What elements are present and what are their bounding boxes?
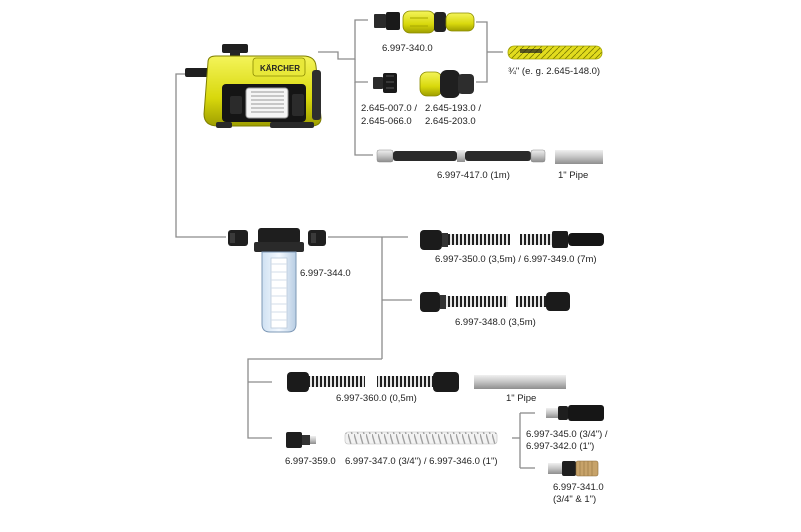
suction-hose-short xyxy=(287,372,566,392)
label-adapter-right-1: 2.645-193.0 / xyxy=(425,103,481,114)
brand-logo: KÄRCHER xyxy=(260,64,300,73)
label-filter: 6.997-344.0 xyxy=(300,268,351,279)
label-adapter-left-1: 2.645-007.0 / xyxy=(361,103,417,114)
label-pipe-top: 1" Pipe xyxy=(558,170,589,181)
garden-pump: KÄRCHER xyxy=(185,44,322,128)
coupling-1 xyxy=(546,405,604,421)
label-coupling-1b: 6.997-342.0 (1") xyxy=(526,441,595,452)
label-coupling-2b: (3/4" & 1") xyxy=(553,494,597,505)
coupling-2 xyxy=(548,460,599,477)
label-suction-set-2: 6.997-348.0 (3,5m) xyxy=(455,317,536,328)
suction-set-2 xyxy=(420,292,570,312)
label-adapter-right-2: 2.645-203.0 xyxy=(425,116,476,127)
suction-set-1 xyxy=(420,230,604,250)
pre-filter xyxy=(228,228,326,333)
label-connector: 6.997-359.0 xyxy=(285,456,336,467)
label-suction-set-1: 6.997-350.0 (3,5m) / 6.997-349.0 (7m) xyxy=(435,254,597,265)
label-pipe-bottom: 1" Pipe xyxy=(506,393,537,404)
tap-adapter-middle xyxy=(373,70,474,98)
label-coupling-2a: 6.997-341.0 xyxy=(553,482,604,493)
label-spiral-hose: 6.997-347.0 (3/4") / 6.997-346.0 (1") xyxy=(345,456,498,467)
label-pressure-hose: 6.997-417.0 (1m) xyxy=(437,170,510,181)
label-coupling-1a: 6.997-345.0 (3/4") / xyxy=(526,429,608,440)
garden-hose xyxy=(507,45,603,60)
label-hose-size: ¾" (e. g. 2.645-148.0) xyxy=(508,66,601,77)
label-suction-hose-short: 6.997-360.0 (0,5m) xyxy=(336,393,417,404)
spiral-hose xyxy=(344,431,498,445)
pressure-hose xyxy=(376,149,603,164)
label-tap-adapter-top: 6.997-340.0 xyxy=(382,43,433,54)
tap-adapter-top xyxy=(374,10,475,34)
label-adapter-left-2: 2.645-066.0 xyxy=(361,116,412,127)
connector xyxy=(286,432,316,448)
